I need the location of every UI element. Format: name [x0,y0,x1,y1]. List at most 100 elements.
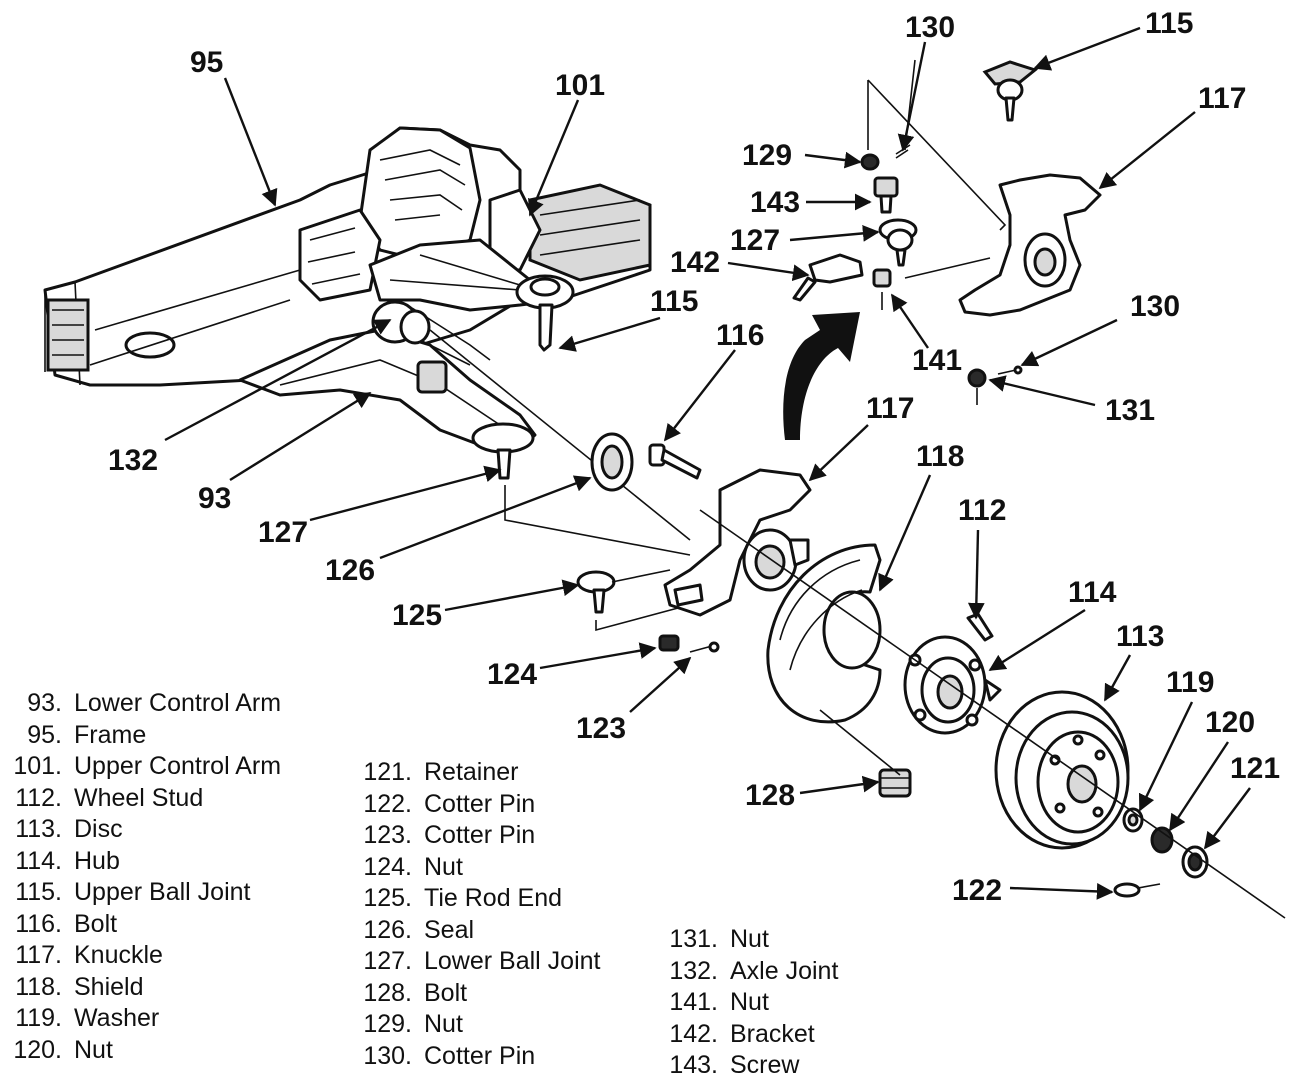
legend-item: 141.Nut [656,987,838,1019]
callout-113: 113 [1116,620,1164,653]
guide-line-127-lower [504,485,691,632]
nut-129-part [860,153,880,171]
legend-item: 126. Seal [350,915,600,947]
knuckle-top-part [958,173,1102,317]
legend-number: 124. [363,852,412,881]
callout-142: 142 [670,246,720,279]
legend-number: 113. [15,815,62,843]
legend-item: 118.Shield [0,972,281,1004]
callout-115-top: 115 [1145,7,1193,40]
callout-132: 132 [108,444,158,477]
legend-number: 122. [363,789,412,818]
legend-item: 115. Upper Ball Joint [0,877,281,909]
seal-part [590,432,634,492]
callout-112: 112 [958,494,1006,527]
callout-122: 122 [952,874,1002,907]
legend-label: Upper Ball Joint [74,878,251,906]
bracket-142-part [792,253,864,302]
legend-label: Cotter Pin [424,1041,536,1070]
legend-number: 118. [15,972,62,1001]
lower-ball-joint-top-part [878,218,918,267]
legend-number: 112. [15,783,62,812]
cotter-pin-123-part [689,641,720,653]
cotter-pin-122-part [1113,882,1161,898]
callout-143: 143 [750,186,800,219]
legend-number: 117. [15,941,62,969]
legend-label: Lower Ball Joint [424,947,601,975]
legend-number: 143. [669,1051,718,1079]
screw-143-part [873,176,899,214]
callout-128: 128 [745,779,795,812]
legend-item: 130. Cotter Pin [350,1041,600,1073]
legend-label: Upper Control Arm [74,752,282,780]
callout-121: 121 [1230,752,1280,785]
rotation-arrow-icon [783,312,860,440]
legend-item: 128.Bolt [350,978,600,1010]
callout-119: 119 [1166,666,1214,699]
nut-131-part [967,368,987,388]
legend-number: 115. [15,878,62,906]
legend-item: 120.Nut [0,1035,281,1067]
callout-95: 95 [190,46,223,79]
legend-number: 93. [27,689,62,717]
legend-label: Disc [74,815,123,843]
legend-label: Nut [730,925,769,953]
legend-number: 119. [15,1004,62,1032]
bolt-116-part [648,443,702,480]
hub-part [903,635,1002,735]
legend-item: 121.Retainer [350,757,600,789]
callout-124: 124 [487,658,537,691]
callout-125: 125 [392,599,442,632]
upper-control-arm-part [368,238,575,352]
legend-label: Seal [424,915,475,944]
guide-line-141 [881,257,991,405]
callout-127-lower: 127 [258,516,308,549]
legend-label: Frame [74,720,147,749]
legend-item: 124. Nut [350,852,600,884]
legend-item: 129. Nut [350,1009,600,1041]
legend-number: 127. [363,947,412,975]
legend-label: Washer [74,1004,160,1032]
callout-93: 93 [198,482,231,515]
callout-115-mid: 115 [650,285,698,318]
upper-ball-joint-top-part [982,60,1039,122]
callout-130-top: 130 [905,11,955,44]
legend-label: Knuckle [74,941,163,969]
legend-number: 130. [363,1041,412,1070]
axle-joint-part [371,300,691,541]
legend-number: 114. [15,846,62,875]
callout-131: 131 [1105,394,1155,427]
legend-item: 113. Disc [0,814,281,846]
legend-item: 131.Nut [656,924,838,956]
frame-part [43,126,652,387]
legend-number: 101. [13,752,62,780]
legend-label: Screw [730,1051,800,1079]
tie-rod-end-part [576,569,671,614]
legend-column-3: 131.Nut 132.Axle Joint 141.Nut 142.Brack… [656,924,838,1082]
legend-label: Nut [424,852,463,881]
legend-label: Nut [424,1010,463,1038]
legend-number: 116. [15,909,62,938]
legend-number: 141. [669,988,718,1016]
legend-label: Tie Rod End [424,884,563,912]
wheel-axis-line [699,509,1286,919]
callout-126: 126 [325,554,375,587]
legend-label: Hub [74,846,120,875]
legend-item: 101. Upper Control Arm [0,751,281,783]
legend-number: 95. [27,720,62,749]
legend-number: 129. [363,1010,412,1038]
legend-item: 117. Knuckle [0,940,281,972]
cotter-pin-130-right-part [997,365,1023,375]
callout-117-mid: 117 [866,392,914,425]
callout-120: 120 [1205,706,1255,739]
callout-129: 129 [742,139,792,172]
legend-item: 142.Bracket [656,1019,838,1051]
callout-123: 123 [576,712,626,745]
knuckle-part [663,468,812,617]
shield-part [766,543,882,724]
legend-number: 126. [363,915,412,944]
leader-lines [164,26,1251,900]
legend-number: 125. [363,884,412,912]
legend-label: Lower Control Arm [74,689,282,717]
